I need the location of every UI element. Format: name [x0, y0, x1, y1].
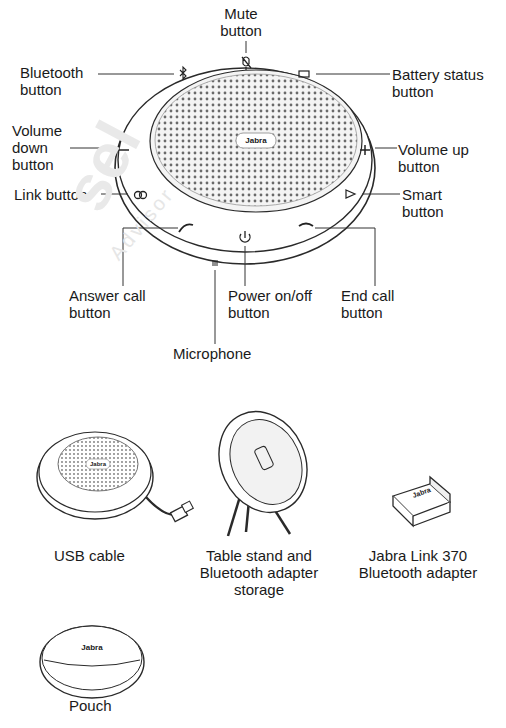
leader-lines-part	[375, 148, 397, 149]
leader-lines-part	[245, 246, 246, 286]
leader-lines-part	[246, 41, 247, 53]
brand-logo: Jabra	[236, 134, 276, 147]
leader-lines-part	[316, 74, 390, 75]
usb-cable-speaker-part	[58, 437, 138, 491]
table-stand-part	[254, 445, 274, 470]
button-icons	[119, 57, 370, 266]
bluetooth-adapter-part	[430, 477, 450, 502]
button-icons-part	[180, 67, 186, 79]
part-name: USB cable	[54, 547, 154, 564]
button-icons-part	[213, 260, 214, 266]
button-icons-part	[346, 190, 355, 198]
button-icons-part	[364, 145, 366, 155]
button-icons-part	[140, 192, 147, 199]
part-name: Pouch	[69, 697, 149, 714]
speaker-body-part	[155, 74, 357, 206]
bluetooth-adapter-part	[413, 502, 450, 526]
button-icons-part	[242, 57, 251, 70]
usb-cable-speaker-part	[39, 432, 151, 512]
callout-label: Smart button	[402, 186, 462, 220]
pouch-part	[42, 626, 142, 690]
callout-label: Mute button	[206, 5, 276, 39]
usb-cable-speaker-part	[86, 459, 110, 469]
callout-label: End call button	[341, 287, 416, 321]
bluetooth-adapter	[393, 477, 450, 526]
callout-label: Microphone	[173, 345, 273, 362]
speaker-body	[115, 68, 375, 264]
button-icons-part	[215, 260, 216, 266]
callout-label: Power on/off button	[228, 287, 333, 321]
usb-cable-speaker	[37, 432, 193, 522]
pouch-part	[44, 660, 140, 666]
part-name: Jabra Link 370 Bluetooth adapter	[345, 547, 491, 581]
table-stand-part	[217, 408, 316, 516]
brand-logo: Jabra	[86, 459, 110, 469]
table-stand	[203, 397, 323, 536]
leader-lines-part	[362, 194, 400, 195]
button-icons-part	[240, 231, 250, 242]
callout-label: Answer call button	[69, 287, 169, 321]
button-icons-part	[179, 224, 193, 232]
brand-logo: Jabra	[68, 643, 116, 653]
leader-lines-part	[315, 228, 375, 286]
button-icons-part	[217, 260, 218, 266]
pouch-part	[40, 626, 144, 698]
button-icons-part	[299, 71, 309, 77]
leader-lines-part	[98, 74, 174, 75]
speaker-body-part	[236, 133, 276, 148]
callout-label: Battery status button	[392, 66, 502, 100]
usb-cable-speaker-part	[182, 501, 194, 512]
bluetooth-adapter-part	[393, 496, 413, 526]
speaker-body-part	[150, 70, 362, 212]
speaker-body-part	[118, 68, 372, 252]
callout-label: Volume up button	[398, 141, 488, 175]
leader-lines-part	[215, 270, 216, 344]
part-name: Table stand and Bluetooth adapter storag…	[188, 547, 330, 598]
pouch	[40, 626, 144, 698]
button-icons-part	[299, 224, 313, 227]
callout-label: Bluetooth button	[20, 64, 98, 98]
table-stand-part	[203, 397, 323, 527]
